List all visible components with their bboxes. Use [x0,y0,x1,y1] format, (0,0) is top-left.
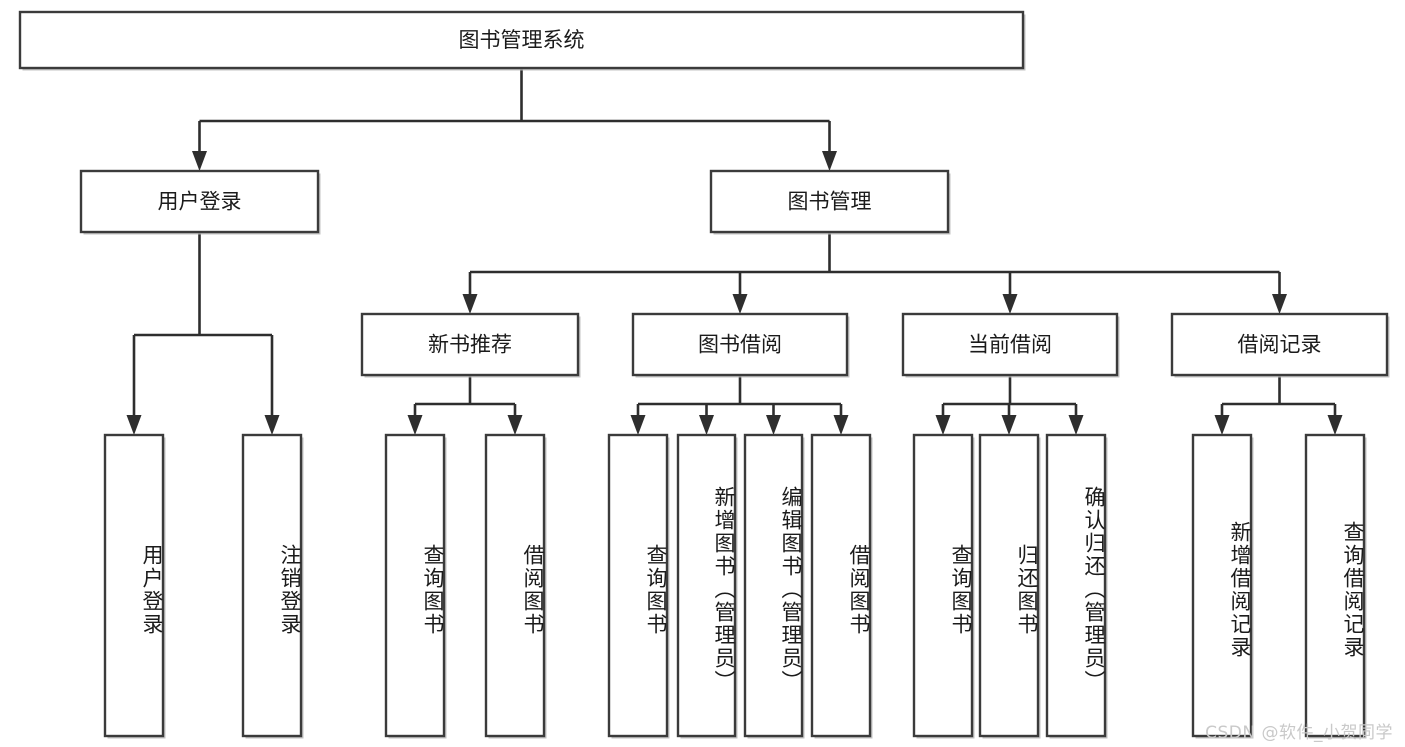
csdn-watermark: CSDN @软件_小贺同学 [1205,723,1393,743]
connector-group [407,375,523,435]
node-leaf-return-book[interactable] [978,433,1040,738]
node-label-new-book-recommend: 新书推荐 [428,333,512,357]
node-label-borrow-record: 借阅记录 [1238,333,1322,357]
node-leaf-logout[interactable] [241,433,303,738]
arrow-head-icon [126,415,142,435]
node-leaf-borrow-book[interactable] [810,433,872,738]
connector-group [192,68,837,171]
arrow-head-icon [699,415,714,435]
node-leaf-query-book-borrow[interactable] [607,433,669,738]
node-label-book-borrow: 图书借阅 [698,333,782,357]
arrow-head-icon [766,415,781,435]
arrow-head-icon [1214,415,1230,435]
connector-group [630,375,849,435]
arrow-head-icon [1272,294,1287,314]
arrow-head-icon [1001,415,1017,435]
node-leaf-borrow-book-recommend[interactable] [484,433,546,738]
node-box-layer [18,10,1390,739]
arrow-head-icon [732,294,748,314]
node-current-borrow[interactable] [901,312,1119,377]
node-book-management[interactable] [709,169,950,234]
arrow-head-icon [935,415,951,435]
arrow-head-icon [407,415,423,435]
arrow-head-icon [192,151,207,171]
node-label-user-login: 用户登录 [158,190,242,214]
node-leaf-query-book-recommend[interactable] [384,433,446,738]
node-leaf-query-borrow-record[interactable] [1304,433,1366,738]
node-leaf-add-borrow-record[interactable] [1191,433,1253,738]
node-label-book-management: 图书管理 [788,190,872,214]
arrow-head-icon [822,151,837,171]
node-book-borrow[interactable] [631,312,849,377]
arrow-head-icon [1327,415,1343,435]
arrow-head-icon [833,415,849,435]
node-leaf-add-book[interactable] [676,433,737,738]
node-leaf-user-login[interactable] [103,433,165,738]
arrow-head-icon [1068,415,1084,435]
node-leaf-query-book-current[interactable] [912,433,974,738]
connector-group [935,375,1084,435]
connector-layer [126,68,1343,435]
connector-group [462,232,1287,314]
arrow-head-icon [462,294,478,314]
node-borrow-record[interactable] [1170,312,1389,377]
node-user-login[interactable] [79,169,320,234]
connector-group [126,232,280,435]
connector-group [1214,375,1343,435]
node-leaf-edit-book[interactable] [743,433,804,738]
arrow-head-icon [630,415,646,435]
arrow-head-icon [264,415,280,435]
node-new-book-recommend[interactable] [360,312,580,377]
node-leaf-confirm-return[interactable] [1045,433,1107,738]
node-label-root: 图书管理系统 [459,28,585,52]
arrow-head-icon [1002,294,1018,314]
arrow-head-icon [507,415,523,435]
node-label-current-borrow: 当前借阅 [968,333,1052,357]
node-root[interactable] [18,10,1025,70]
